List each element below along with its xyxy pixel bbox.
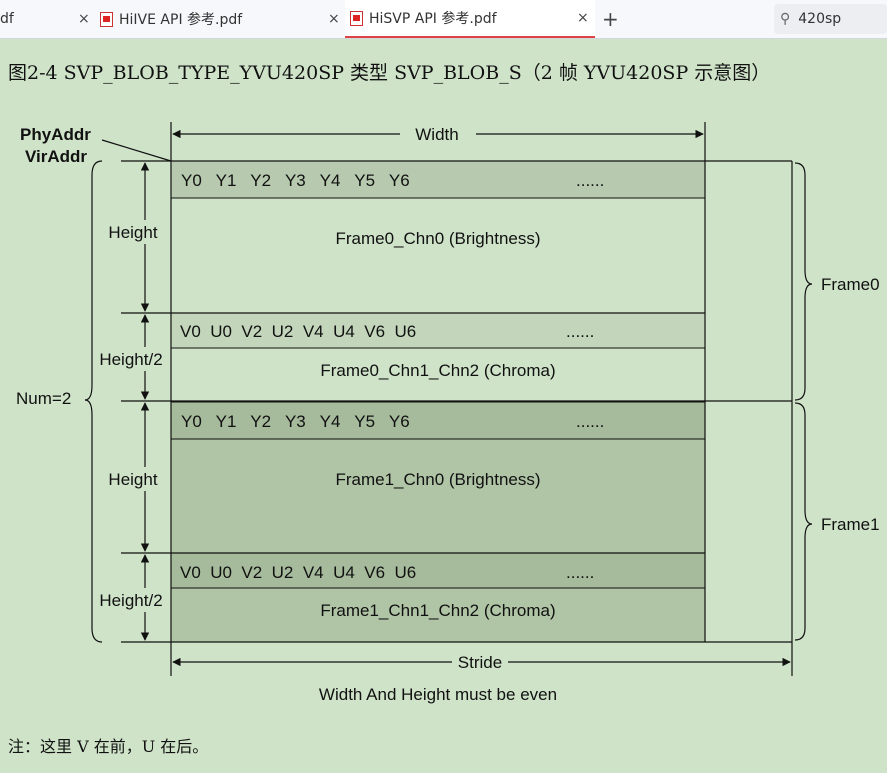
new-tab-button[interactable]: + bbox=[602, 7, 619, 31]
height-half-label: Height/2 bbox=[99, 591, 162, 610]
close-icon[interactable]: × bbox=[577, 10, 589, 26]
tab-label: HiSVP API 参考.pdf bbox=[369, 11, 497, 27]
frame1-label: Frame1 bbox=[821, 515, 880, 534]
close-icon[interactable]: × bbox=[328, 11, 340, 27]
tab-hisvp-api[interactable]: HiSVP API 参考.pdf × bbox=[345, 0, 595, 38]
close-icon[interactable]: × bbox=[78, 11, 90, 27]
tab-label: HiIVE API 参考.pdf bbox=[119, 12, 243, 28]
frame1-chn12-label: Frame1_Chn1_Chn2 (Chroma) bbox=[320, 601, 555, 620]
viraddr-label: VirAddr bbox=[25, 147, 87, 166]
height-label: Height bbox=[108, 470, 157, 489]
tab-bar: df × HiIVE API 参考.pdf × HiSVP API 参考.pdf… bbox=[0, 0, 887, 39]
even-note: Width And Height must be even bbox=[319, 685, 557, 704]
y-row-strip bbox=[170, 401, 706, 440]
frame1-brace bbox=[794, 402, 813, 641]
tab-label: df bbox=[0, 11, 14, 27]
grid-lines bbox=[101, 122, 793, 676]
search-input[interactable]: ⚲ 420sp bbox=[774, 4, 887, 34]
uv-row-label: V0 U0 V2 U2 V4 U4 V6 U6 bbox=[180, 322, 416, 341]
stride-label: Stride bbox=[458, 653, 502, 672]
frame0-brace bbox=[794, 162, 813, 401]
frame0-label: Frame0 bbox=[821, 275, 880, 294]
num-brace bbox=[84, 160, 103, 643]
y-row-label: Y0 Y1 Y2 Y3 Y4 Y5 Y6 bbox=[181, 171, 410, 190]
y-row-strip bbox=[170, 160, 706, 199]
y-row-label: Y0 Y1 Y2 Y3 Y4 Y5 Y6 bbox=[181, 412, 410, 431]
dots-label: ...... bbox=[566, 563, 594, 582]
height-half-label: Height/2 bbox=[99, 350, 162, 369]
pdf-icon bbox=[100, 11, 113, 27]
num-label: Num=2 bbox=[16, 389, 71, 408]
search-icon: ⚲ bbox=[780, 11, 791, 27]
footnote: 注：这里 V 在前，U 在后。 bbox=[8, 737, 209, 756]
uv-row-label: V0 U0 V2 U2 V4 U4 V6 U6 bbox=[180, 563, 416, 582]
pdf-icon bbox=[350, 10, 363, 26]
frame1-chn0-label: Frame1_Chn0 (Brightness) bbox=[335, 470, 540, 489]
tab-hiive-api[interactable]: HiIVE API 参考.pdf × bbox=[100, 0, 345, 38]
tab-pdf-1[interactable]: df × bbox=[0, 0, 96, 38]
dots-label: ...... bbox=[566, 322, 594, 341]
dots-label: ...... bbox=[576, 412, 604, 431]
frame0-chn12-label: Frame0_Chn1_Chn2 (Chroma) bbox=[320, 361, 555, 380]
width-label: Width bbox=[415, 125, 458, 144]
search-value: 420sp bbox=[798, 11, 842, 27]
phyaddr-label: PhyAddr bbox=[20, 125, 91, 144]
figure-caption: 图2-4 SVP_BLOB_TYPE_YVU420SP 类型 SVP_BLOB_… bbox=[8, 62, 771, 84]
height-label: Height bbox=[108, 223, 157, 242]
frame1-region bbox=[171, 402, 705, 642]
dots-label: ...... bbox=[576, 171, 604, 190]
frame0-chn0-label: Frame0_Chn0 (Brightness) bbox=[335, 229, 540, 248]
